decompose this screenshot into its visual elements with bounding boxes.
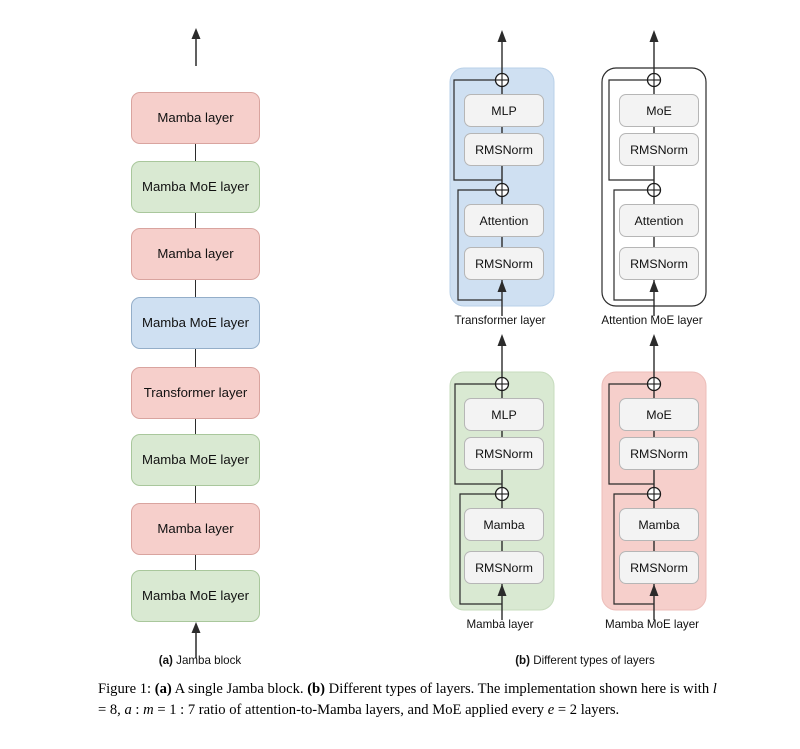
block-mlp[interactable]: MLP xyxy=(464,94,544,127)
block-rmsnorm-lower[interactable]: RMSNorm xyxy=(619,247,699,280)
jamba-link-2 xyxy=(195,486,197,503)
caption-colon-1: : xyxy=(131,702,144,719)
block-label: MoE xyxy=(646,407,672,422)
figure-caption: Figure 1: (a) A single Jamba block. (b) … xyxy=(98,679,718,721)
panel-mamba-moe-svg xyxy=(601,334,707,620)
jamba-layer-1[interactable]: Mamba layer xyxy=(131,503,260,555)
block-label: RMSNorm xyxy=(475,256,533,271)
subcaption-a-tag: (a) xyxy=(158,654,173,667)
jamba-layer-label: Mamba MoE layer xyxy=(141,452,249,468)
panel-label-mamba-layer: Mamba layer xyxy=(466,618,534,631)
block-label: RMSNorm xyxy=(475,142,533,157)
caption-eq-3: = 2 layers. xyxy=(554,702,620,719)
block-rmsnorm-lower[interactable]: RMSNorm xyxy=(464,247,544,280)
block-label: Attention xyxy=(479,213,529,228)
block-label: Attention xyxy=(634,213,684,228)
caption-line2-pre: with xyxy=(683,681,713,697)
caption-math-a: a xyxy=(124,702,132,719)
jamba-layer-4[interactable]: Mamba MoE layer xyxy=(131,297,260,349)
caption-b-text: Different types of layers. The implement… xyxy=(325,681,680,697)
caption-figure-label: Figure 1: xyxy=(98,681,152,697)
jamba-link-7 xyxy=(195,144,197,168)
jamba-link-6 xyxy=(195,213,197,229)
jamba-layer-2[interactable]: Mamba MoE layer xyxy=(131,434,260,486)
jamba-input-arrow xyxy=(191,622,201,658)
block-rmsnorm-lower[interactable]: RMSNorm xyxy=(464,551,544,584)
block-moe[interactable]: MoE xyxy=(619,398,699,431)
jamba-layer-label: Transformer layer xyxy=(143,385,248,401)
jamba-link-5 xyxy=(195,280,197,298)
block-mamba[interactable]: Mamba xyxy=(619,508,699,541)
caption-math-l: l xyxy=(712,681,717,697)
block-label: RMSNorm xyxy=(475,560,533,575)
panel-mamba-moe-layer[interactable]: MoE RMSNorm Mamba RMSNorm Mamba MoE laye… xyxy=(592,332,712,632)
panel-label-transformer-layer: Transformer layer xyxy=(454,314,546,327)
block-attention[interactable]: Attention xyxy=(619,204,699,237)
block-label: RMSNorm xyxy=(630,446,688,461)
block-label: MoE xyxy=(646,103,672,118)
jamba-link-1 xyxy=(195,555,197,571)
panel-transformer-layer[interactable]: MLP RMSNorm Attention RMSNorm Transforme… xyxy=(440,28,560,328)
caption-math-e: e xyxy=(547,702,555,719)
subcaption-b-label: Different types of layers xyxy=(530,654,655,667)
caption-a-text: A single Jamba block. xyxy=(171,681,308,697)
panel-label-attention-moe-layer: Attention MoE layer xyxy=(601,314,703,327)
caption-eq-1: = 8, xyxy=(98,702,125,719)
subcaption-a-label: Jamba block xyxy=(172,654,242,667)
jamba-link-4 xyxy=(195,349,197,368)
caption-b-tag: (b) xyxy=(307,681,326,697)
block-rmsnorm-lower[interactable]: RMSNorm xyxy=(619,551,699,584)
caption-eq-2: = 1 : 7 ratio of attention-to-Mamba laye… xyxy=(153,702,548,719)
block-rmsnorm-upper[interactable]: RMSNorm xyxy=(619,133,699,166)
jamba-layer-6[interactable]: Mamba MoE layer xyxy=(131,161,260,213)
block-mamba[interactable]: Mamba xyxy=(464,508,544,541)
panel-attention-moe-layer[interactable]: MoE RMSNorm Attention RMSNorm Attention … xyxy=(592,28,712,328)
subcaption-b: (b) Different types of layers xyxy=(440,654,730,667)
jamba-link-3 xyxy=(195,419,197,434)
caption-math-m: m xyxy=(143,702,154,719)
block-label: MLP xyxy=(491,103,517,118)
block-label: MLP xyxy=(491,407,517,422)
panel-label-mamba-moe-layer: Mamba MoE layer xyxy=(604,618,700,631)
block-label: Mamba xyxy=(638,517,680,532)
subcaption-b-tag: (b) xyxy=(515,654,530,667)
jamba-layer-label: Mamba MoE layer xyxy=(141,588,249,604)
block-label: RMSNorm xyxy=(630,560,688,575)
caption-a-tag: (a) xyxy=(154,681,172,697)
block-rmsnorm-upper[interactable]: RMSNorm xyxy=(619,437,699,470)
panel-mamba-layer[interactable]: MLP RMSNorm Mamba RMSNorm Mamba layer xyxy=(440,332,560,632)
jamba-layer-label: Mamba MoE layer xyxy=(141,179,249,195)
block-moe[interactable]: MoE xyxy=(619,94,699,127)
jamba-layer-label: Mamba layer xyxy=(157,110,234,126)
subcaption-a: (a) Jamba block xyxy=(60,654,340,667)
jamba-layer-3[interactable]: Transformer layer xyxy=(131,367,260,419)
jamba-layer-7[interactable]: Mamba layer xyxy=(131,92,260,144)
block-mlp[interactable]: MLP xyxy=(464,398,544,431)
block-label: Mamba xyxy=(483,517,525,532)
jamba-layer-5[interactable]: Mamba layer xyxy=(131,228,260,280)
jamba-layer-label: Mamba layer xyxy=(157,521,234,537)
panel-mamba-svg xyxy=(449,334,555,620)
jamba-layer-label: Mamba MoE layer xyxy=(141,315,249,331)
panel-attention-moe-svg xyxy=(601,30,707,316)
block-label: RMSNorm xyxy=(630,256,688,271)
block-rmsnorm-upper[interactable]: RMSNorm xyxy=(464,133,544,166)
block-attention[interactable]: Attention xyxy=(464,204,544,237)
jamba-layer-0[interactable]: Mamba MoE layer xyxy=(131,570,260,622)
jamba-output-arrow xyxy=(191,28,201,66)
block-label: RMSNorm xyxy=(630,142,688,157)
block-rmsnorm-upper[interactable]: RMSNorm xyxy=(464,437,544,470)
block-label: RMSNorm xyxy=(475,446,533,461)
jamba-layer-label: Mamba layer xyxy=(157,246,234,262)
panel-transformer-svg xyxy=(449,30,555,316)
